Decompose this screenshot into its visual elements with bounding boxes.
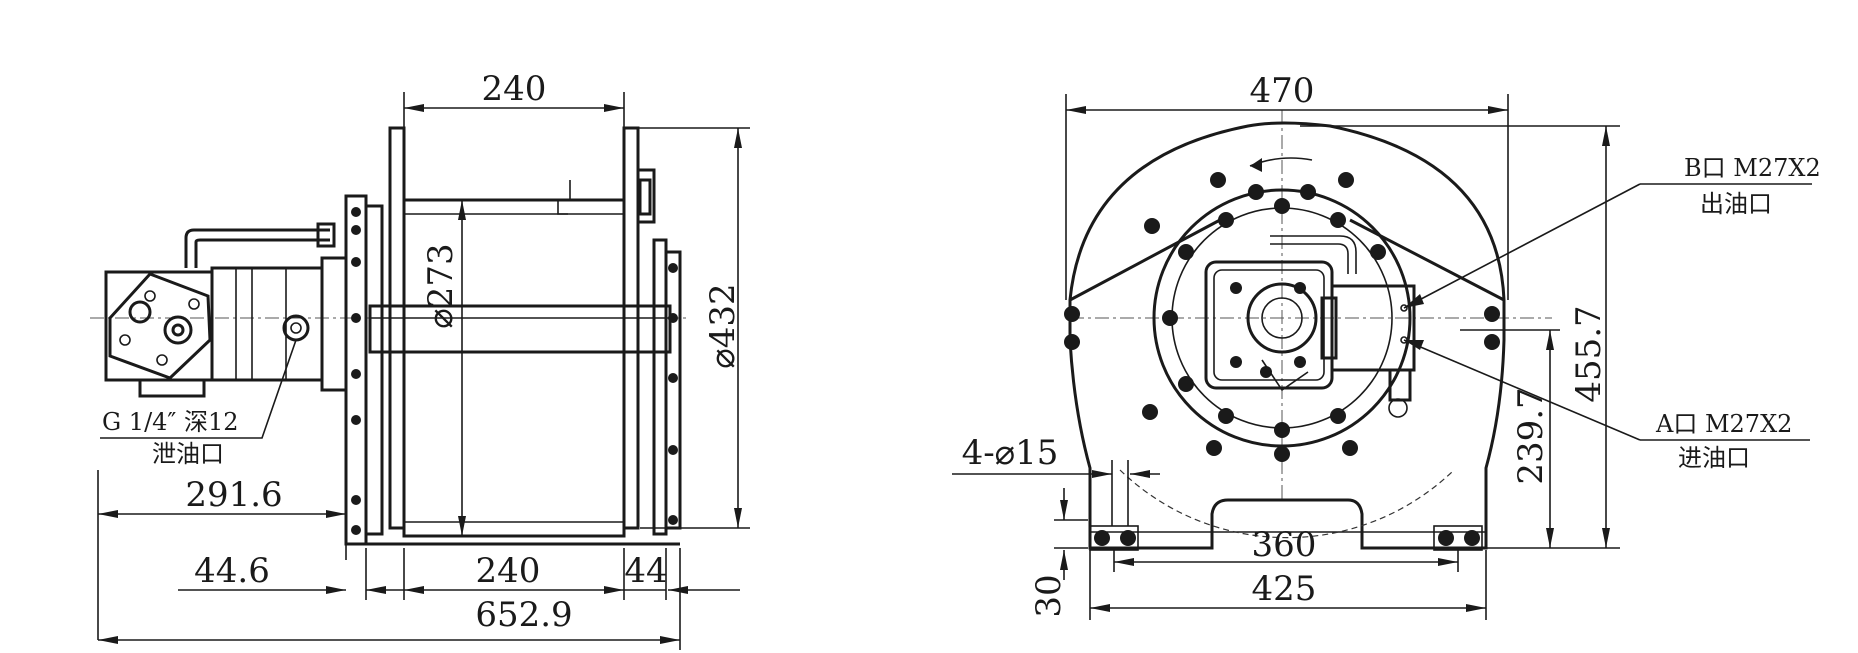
dim-bolt-holes: 4-⌀15: [962, 433, 1059, 473]
drain-port-label-cn: 泄油口: [152, 440, 224, 468]
port-b-function: 出油口: [1700, 190, 1772, 218]
dim-total-length: 652.9: [475, 595, 572, 635]
winch-drum: [346, 126, 682, 546]
dim-right-flange: 44: [624, 551, 667, 591]
port-b-label: B口 M27X2: [1684, 154, 1821, 182]
drain-port-label: G 1/4″ 深12: [102, 408, 239, 436]
dim-motor-to-plate: 291.6: [185, 475, 282, 515]
dim-center-height: 239.7: [1511, 387, 1551, 484]
valve-block: [1320, 284, 1416, 418]
side-view: 240 ⌀432 ⌀273 G 1/4″ 深12 泄油口 291.6 44.6 …: [90, 69, 750, 650]
base-bolt-holes: [1089, 525, 1483, 551]
dim-drum-length-top: 240: [482, 69, 547, 109]
dim-flange-diameter: ⌀432: [703, 283, 743, 368]
dim-drum-diameter: ⌀273: [421, 243, 461, 328]
flange-bolts: [1064, 172, 1500, 462]
port-a-label: A口 M27X2: [1655, 410, 1792, 438]
motor-shaft-bore: [1246, 282, 1318, 354]
housing-outline: [1068, 121, 1506, 550]
dim-left-offset: 44.6: [194, 551, 270, 591]
dim-drum-length-bottom: 240: [476, 551, 541, 591]
dim-base-height: 30: [1029, 574, 1069, 617]
dim-base-width: 425: [1252, 569, 1317, 609]
end-view: B口 M27X2 出油口 A口 M27X2 进油口 470 455.7 239: [952, 71, 1821, 620]
dim-housing-width: 470: [1250, 71, 1315, 111]
left-support-plate: [344, 126, 406, 546]
port-a-function: 进油口: [1678, 444, 1750, 472]
dim-bolt-spacing: 360: [1252, 525, 1317, 565]
dim-housing-height: 455.7: [1569, 305, 1609, 402]
hydraulic-motor: [104, 222, 348, 398]
